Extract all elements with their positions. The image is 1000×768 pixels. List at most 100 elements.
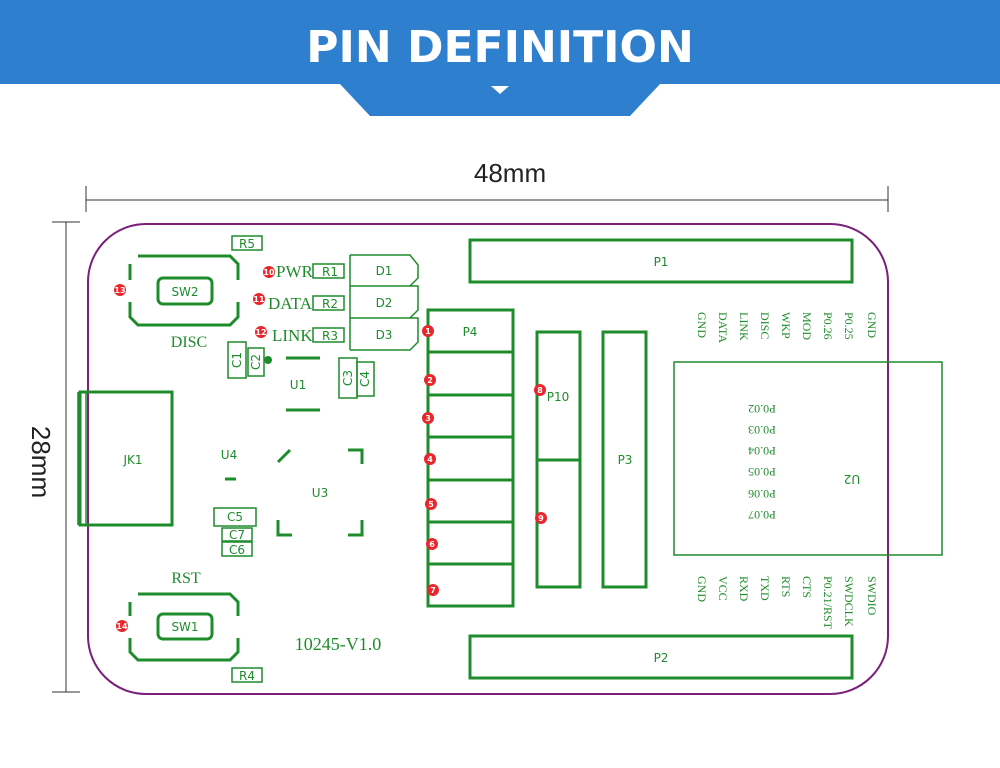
d3-label: D3 [376,328,393,342]
d2-label: D2 [376,296,393,310]
r5-label: R5 [239,237,255,251]
p2-label: P2 [654,651,669,665]
pin-marker-number: 3 [425,414,431,423]
module-u2 [673,361,943,556]
rst-label: RST [171,570,201,587]
c7-label: C7 [229,528,245,542]
height-dimension [52,221,80,693]
pin-marker-number: 1 [425,327,431,336]
pin-marker [263,266,275,278]
pin-marker-number: 11 [253,295,265,304]
board-outline [87,223,889,695]
pin-marker [535,512,547,524]
resistor-r2 [312,295,345,311]
c4-label: C4 [358,371,372,387]
capacitor-c2 [247,347,265,377]
header-p3 [601,330,648,589]
pin-marker-number: 12 [255,328,266,337]
top-pin-label: GND [865,312,879,338]
capacitor-c5 [213,507,257,527]
bottom-pin-label: SWDCLK [842,576,856,627]
height-label: 28mm [26,426,56,498]
bottom-pin-label: TXD [758,576,772,601]
bottom-pin-label: P0.21/RST [821,576,835,630]
pin-marker-number: 9 [538,514,544,523]
header-p4 [426,308,515,608]
pin-marker-number: 8 [537,386,543,395]
u2-pin-label: P0.02 [748,402,776,416]
pin-marker [424,453,436,465]
c1-label: C1 [230,352,244,368]
pin-marker-number: 7 [430,586,436,595]
bottom-pin-label: GND [695,576,709,602]
capacitor-c1 [227,341,247,379]
top-pin-label: DATA [716,312,730,343]
pin-marker-number: 13 [114,286,125,295]
width-dimension [85,186,889,212]
top-pin-label: P0.26 [821,312,835,340]
chevron-down-icon [491,86,509,94]
version-label: 10245-V1.0 [295,634,382,654]
d1-label: D1 [376,264,393,278]
bottom-pin-label: RXD [737,576,751,602]
pin-marker [426,538,438,550]
header-p2 [468,634,854,680]
width-label: 48mm [474,158,546,188]
pin-marker [427,584,439,596]
pin-marker [422,325,434,337]
pin-marker [422,412,434,424]
top-pin-label: MOD [800,312,814,340]
pin-marker-number: 14 [116,622,128,631]
header-banner [0,0,1000,84]
u2-label: U2 [844,472,860,486]
jack-jk1 [77,390,174,527]
pin-marker [424,374,436,386]
pin-marker-number: 10 [263,268,275,277]
c5-label: C5 [227,510,243,524]
r3-label: R3 [322,329,338,343]
top-pin-label: GND [695,312,709,338]
p4-label: P4 [463,325,478,339]
pwr-label: PWR [276,262,314,281]
capacitor-c7 [221,527,253,542]
resistor-r5 [231,235,263,251]
ic-u3 [276,448,364,537]
bottom-pin-label: RTS [779,576,793,597]
header-p10 [535,330,582,589]
ic-u1 [286,356,320,412]
c6-label: C6 [229,543,245,557]
pin-marker [253,293,265,305]
led-block [349,254,419,351]
pin-marker-number: 4 [427,455,433,464]
disc-label: DISC [171,334,207,351]
u2-pin-label: P0.07 [748,508,776,522]
top-pin-label: LINK [737,312,751,341]
capacitor-c6 [221,541,253,557]
link-label: LINK [272,326,313,345]
pin-marker-number: 2 [427,376,433,385]
u2-pin-label: P0.03 [748,423,776,437]
p3-label: P3 [618,453,633,467]
resistor-r3 [312,327,345,343]
bottom-pin-label: CTS [800,576,814,598]
header-tab [340,84,660,116]
bottom-pin-label: SWDIO [865,576,879,616]
u1-label: U1 [290,378,306,392]
pin-marker [114,284,126,296]
jk1-label: JK1 [122,453,142,467]
top-pin-label: P0.25 [842,312,856,340]
c3-label: C3 [341,370,355,386]
r2-label: R2 [322,297,338,311]
header-p1 [468,238,854,284]
top-pin-label: WKP [779,312,793,339]
u3-label: U3 [312,486,328,500]
u2-pin-label: P0.04 [748,444,776,458]
capacitor-c4 [356,361,375,397]
pin-marker [116,620,128,632]
pin-marker [534,384,546,396]
data-label: DATA [268,294,313,313]
pin-marker [425,498,437,510]
r4-label: R4 [239,669,255,683]
pin-marker-number: 5 [428,500,434,509]
